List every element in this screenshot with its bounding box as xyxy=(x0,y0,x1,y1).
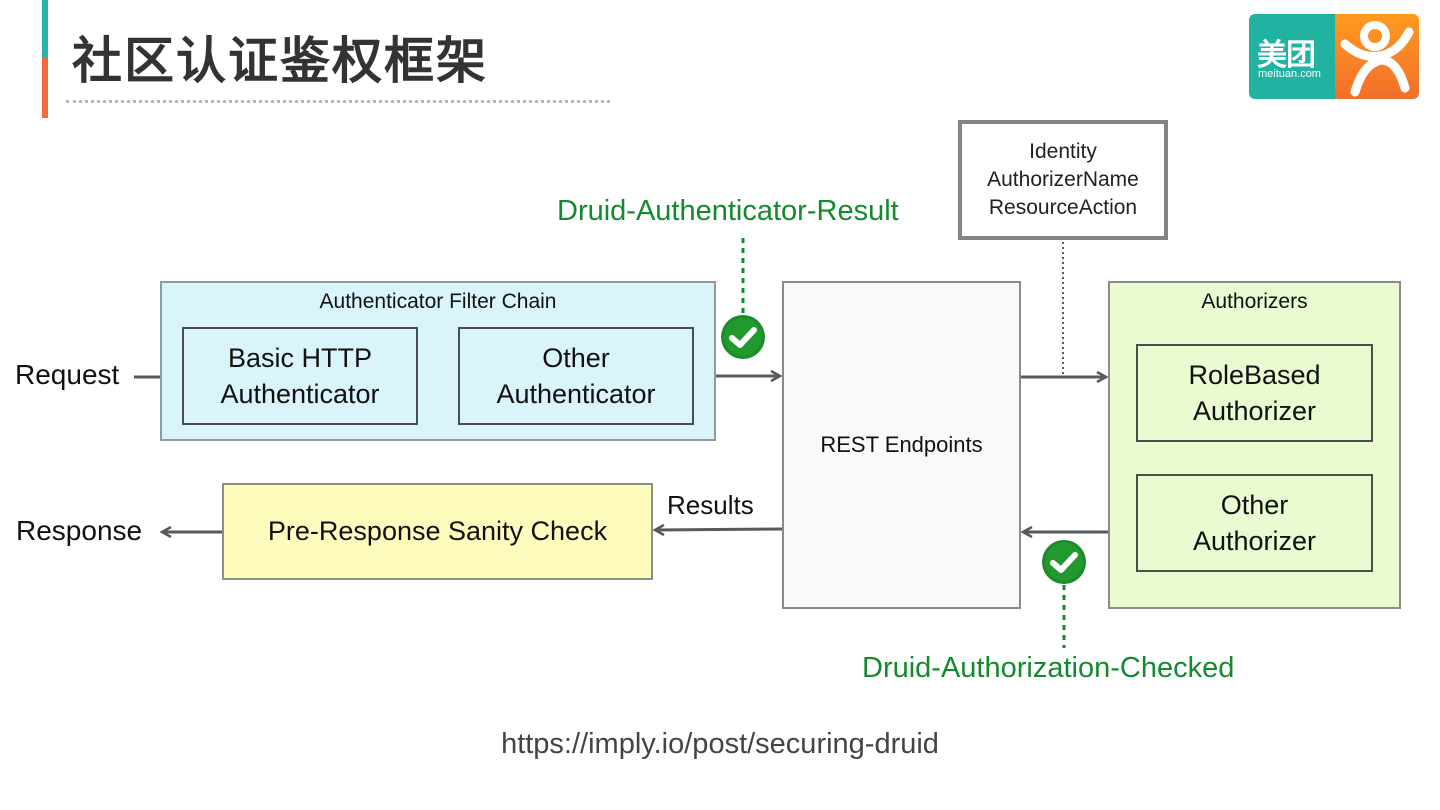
response-label: Response xyxy=(16,515,143,546)
accent-bar-orange xyxy=(42,58,48,118)
basic-authenticator-line1: Basic HTTP xyxy=(227,343,372,373)
logo-text-panel: 美团 meituan.com xyxy=(1249,14,1335,99)
logo-brand-domain: meituan.com xyxy=(1258,68,1321,80)
title-divider xyxy=(66,100,610,103)
other-authorizer-line1: Other xyxy=(1220,490,1289,520)
resource-action-line: ResourceAction xyxy=(988,196,1138,219)
dianping-figure-icon xyxy=(1335,14,1419,99)
arrow-rest-to-sanity xyxy=(655,529,783,530)
slide-title: 社区认证鉴权框架 xyxy=(72,32,488,90)
other-authenticator-line1: Other xyxy=(542,343,610,373)
rolebased-authorizer-line2: Authorizer xyxy=(1192,396,1317,426)
rest-endpoints-box: REST Endpoints xyxy=(782,281,1021,609)
check-circle-icon xyxy=(721,315,765,359)
check-circle-icon xyxy=(1042,540,1086,584)
results-label: Results xyxy=(667,490,754,520)
rolebased-authorizer-box: RoleBased Authorizer xyxy=(1136,344,1373,442)
authorization-checked-header-label: Druid-Authorization-Checked xyxy=(862,652,1235,684)
pre-response-sanity-check-box: Pre-Response Sanity Check xyxy=(222,483,653,580)
source-url: https://imply.io/post/securing-druid xyxy=(501,728,939,760)
other-authorizer-box: Other Authorizer xyxy=(1136,474,1373,572)
rolebased-authorizer-line1: RoleBased xyxy=(1188,360,1321,390)
authenticator-chain-title: Authenticator Filter Chain xyxy=(319,290,557,313)
identity-line: Identity xyxy=(1029,140,1097,163)
basic-authenticator-line2: Authenticator xyxy=(220,379,380,409)
other-authenticator-box: Other Authenticator xyxy=(458,327,694,425)
authorizer-name-line: AuthorizerName xyxy=(987,168,1139,191)
authorizers-title: Authorizers xyxy=(1201,290,1308,313)
other-authenticator-line2: Authenticator xyxy=(496,379,656,409)
rest-endpoints-label: REST Endpoints xyxy=(820,432,983,457)
other-authorizer-line2: Authorizer xyxy=(1192,526,1317,556)
logo-brand-cn: 美团 xyxy=(1257,38,1316,73)
accent-bar-teal xyxy=(42,0,48,58)
request-label: Request xyxy=(15,359,120,390)
basic-http-authenticator-box: Basic HTTP Authenticator xyxy=(182,327,418,425)
meituan-logo: 美团 meituan.com xyxy=(1249,14,1419,99)
authenticator-result-header-label: Druid-Authenticator-Result xyxy=(557,195,899,227)
identity-info-box: Identity AuthorizerName ResourceAction xyxy=(958,120,1168,240)
sanity-check-label: Pre-Response Sanity Check xyxy=(267,516,608,546)
